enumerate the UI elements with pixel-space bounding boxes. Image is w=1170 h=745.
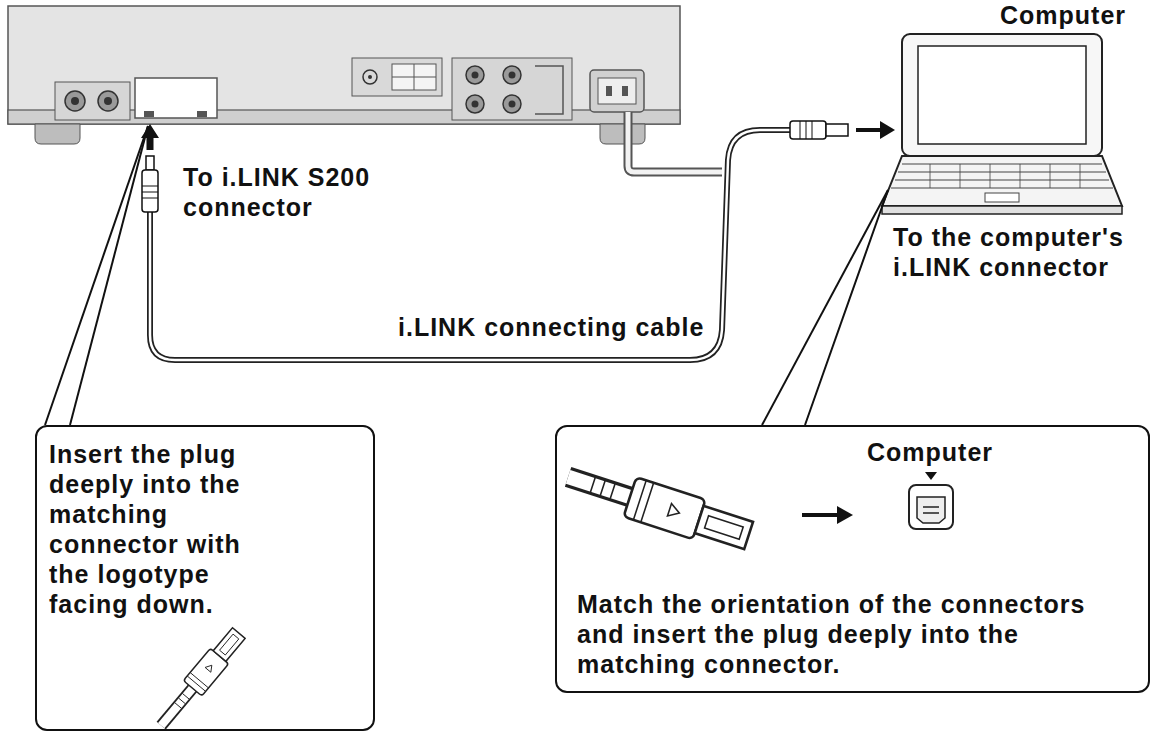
plug-illustration-part: [220, 634, 239, 655]
player-rear-panel-part: [55, 82, 130, 120]
plug-illustration-part: [568, 477, 630, 497]
computer-label: Computer: [1000, 0, 1126, 30]
plug-illustration-part: [909, 485, 953, 529]
player-rear-panel-part: [466, 66, 484, 84]
plug-illustration-part: [205, 663, 215, 672]
player-rear-panel-part: [503, 66, 521, 84]
player-rear-panel-part: [71, 97, 79, 105]
player-rear-panel-part: [472, 72, 479, 79]
power-cord-part: [628, 112, 722, 172]
plug-illustration-part: [590, 477, 615, 498]
i-link-cable: [150, 130, 790, 360]
direction-arrow-part: [880, 121, 895, 139]
player-rear-panel-part: [35, 124, 80, 144]
player-rear-panel-part: [104, 97, 112, 105]
player-rear-panel-part: [8, 6, 680, 124]
laptop-computer-part: [902, 34, 1102, 156]
player-rear-panel-part: [606, 86, 612, 96]
player-rear-panel-part: [98, 91, 118, 111]
cable-plug-part: [800, 121, 812, 139]
plug-illustration-part: [623, 477, 705, 539]
plug-illustration: [152, 625, 248, 729]
connector-label: To i.LINK S200 connector: [183, 162, 413, 222]
player-rear-panel-part: [392, 64, 436, 90]
plug-illustration-part: [837, 506, 853, 524]
laptop-computer: [882, 34, 1122, 214]
plug-illustration-part: [667, 504, 681, 520]
plug-illustration-part: [917, 497, 945, 523]
direction-arrow: [802, 506, 853, 524]
player-rear-panel-part: [509, 101, 516, 108]
leader-line: [45, 126, 148, 425]
plug-illustration-part: [633, 480, 653, 522]
connector-label: To the computer's i.LINK connector: [893, 222, 1158, 282]
i-link-cable-part: [150, 130, 790, 360]
player-rear-panel: [8, 6, 680, 144]
cable-plug-part: [790, 121, 826, 139]
callout-box: ComputerMatch the orientation of the con…: [555, 425, 1150, 693]
port-label: Computer: [867, 437, 993, 467]
plug-illustration-part: [695, 506, 753, 549]
plug-illustration-part: [213, 628, 245, 662]
power-cord-part: [628, 112, 722, 172]
instruction-text: Match the orientation of the connectors …: [577, 589, 1107, 679]
plug-illustration-part: [923, 507, 939, 513]
player-rear-panel-part: [598, 78, 636, 104]
instruction-text: Insert the plug deeply into the matching…: [49, 439, 279, 619]
laptop-computer-part: [882, 156, 1122, 206]
callout-box: Insert the plug deeply into the matching…: [35, 425, 375, 731]
player-rear-panel-part: [590, 70, 644, 112]
player-rear-panel-part: [392, 64, 436, 90]
leader-line: [762, 190, 888, 425]
i-link-cable-part: [150, 130, 790, 360]
port-illustration: [909, 472, 953, 529]
laptop-computer-part: [891, 164, 1113, 188]
player-rear-panel-part: [509, 72, 516, 79]
player-rear-panel-part: [65, 91, 85, 111]
power-cord: [628, 112, 722, 172]
plug-illustration-part: [187, 672, 208, 691]
cable-plug-part: [142, 170, 158, 212]
plug-illustration-part: [705, 516, 744, 540]
leader-line: [70, 126, 148, 425]
player-rear-panel-part: [363, 70, 377, 84]
player-rear-panel-part: [452, 58, 572, 120]
plug-illustration: [562, 457, 755, 555]
laptop-computer-part: [918, 46, 1086, 144]
player-rear-panel-part: [197, 111, 207, 117]
direction-arrow: [856, 121, 895, 139]
player-rear-panel-part: [503, 95, 521, 113]
player-rear-panel-part: [135, 78, 217, 118]
laptop-computer-part: [882, 206, 1122, 214]
leader-lines: [45, 126, 888, 425]
player-rear-panel-part: [600, 124, 645, 144]
cable-plug-part: [826, 124, 848, 136]
plug-illustration-part: [568, 477, 630, 497]
player-rear-panel-part: [472, 101, 479, 108]
plug-illustration-part: [802, 513, 839, 517]
laptop-computer-part: [930, 164, 1080, 188]
direction-arrow-part: [856, 128, 882, 132]
player-rear-panel-part: [368, 75, 372, 79]
cable-plug-part: [146, 156, 154, 170]
plug-illustration-part: [161, 688, 192, 725]
plug-illustration-part: [175, 693, 190, 708]
plug-illustration-part: [925, 472, 937, 480]
plug-illustration-part: [161, 688, 192, 725]
leader-line: [805, 190, 888, 425]
player-rear-panel-part: [466, 95, 484, 113]
player-rear-panel-part: [535, 66, 563, 114]
laptop-computer-part: [985, 193, 1019, 202]
cable-label: i.LINK connecting cable: [398, 312, 704, 342]
player-rear-panel-part: [144, 111, 154, 117]
player-rear-panel-part: [622, 86, 628, 96]
cable-plug-part: [142, 186, 158, 198]
player-rear-panel-part: [352, 58, 442, 96]
